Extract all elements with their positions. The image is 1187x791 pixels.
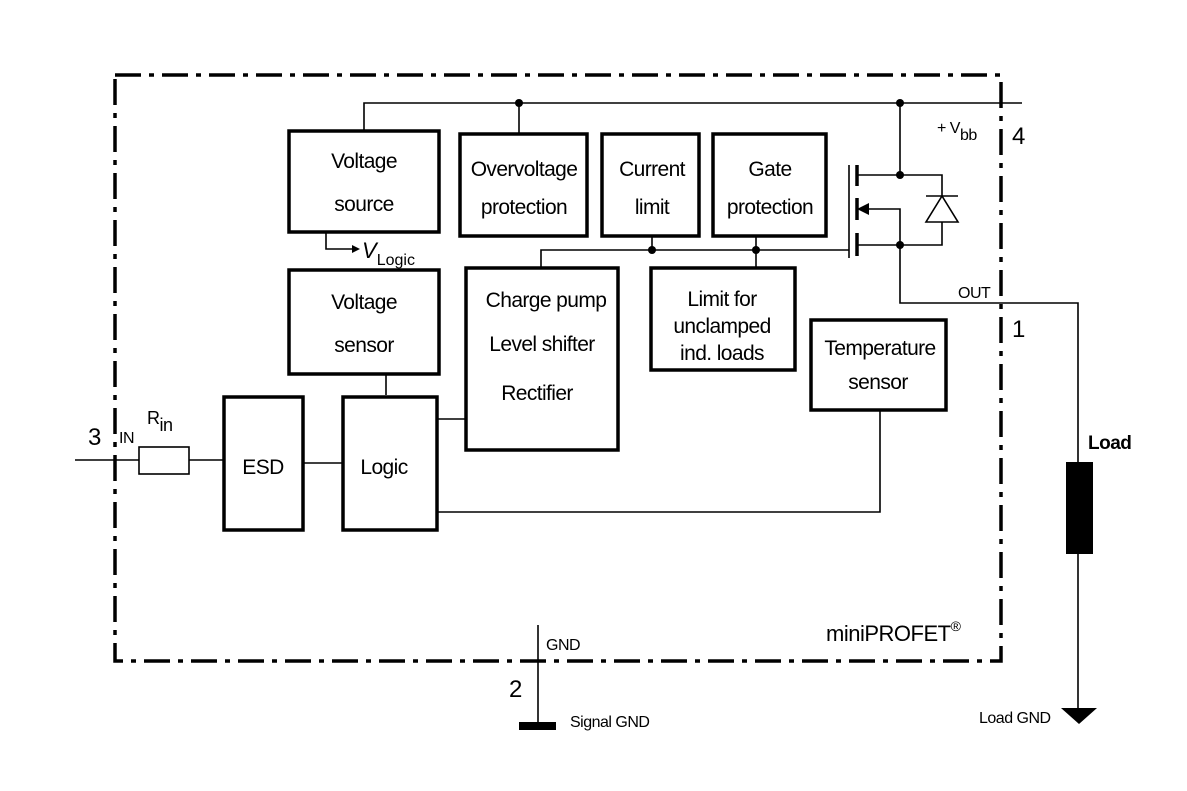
- rin-label: Rin: [147, 408, 173, 435]
- pin-2-label: 2: [509, 676, 522, 703]
- signal-gnd-label: Signal GND: [570, 714, 649, 731]
- out-label: OUT: [958, 285, 991, 302]
- load-label: Load: [1088, 433, 1131, 454]
- limit-unclamped-label: ind. loads: [680, 342, 764, 365]
- current-limit-label: limit: [635, 196, 670, 219]
- voltage-source-block: [287, 129, 441, 234]
- limit-unclamped-label: Limit for: [687, 288, 757, 311]
- vlogic-wire: [325, 232, 352, 250]
- out-wire: [899, 245, 1079, 462]
- pin-3-label: 3: [88, 424, 101, 451]
- load-gnd-symbol: [1061, 708, 1097, 724]
- load-gnd-label: Load GND: [979, 710, 1051, 727]
- vlogic-label: VLogic: [362, 238, 415, 269]
- signal-gnd-symbol: [519, 722, 556, 730]
- power-mosfet: [848, 103, 904, 258]
- gate-protection-label: protection: [727, 196, 813, 219]
- gate-protection-label: Gate: [748, 158, 791, 181]
- logic-block: [341, 395, 439, 532]
- current-limit-block: [600, 132, 701, 238]
- vbb-label: + Vbb: [937, 120, 977, 144]
- gnd-label: GND: [546, 637, 580, 654]
- gate-wire: [540, 249, 849, 268]
- level-shifter-label: Level shifter: [489, 333, 595, 356]
- temperature-sensor-label: sensor: [848, 371, 908, 394]
- package-outline: [113, 73, 1003, 663]
- charge-pump-label: Charge pump: [486, 289, 607, 312]
- vlogic-arrow: [352, 245, 360, 253]
- freewheel-diode: [900, 174, 960, 246]
- voltage-sensor-label: sensor: [334, 334, 394, 357]
- voltage-source-label: Voltage: [331, 150, 397, 173]
- rin-resistor: [138, 446, 190, 475]
- pin-1-label: 1: [1012, 316, 1025, 343]
- temperature-sensor-block: [809, 318, 948, 412]
- load-resistor: [1066, 462, 1093, 554]
- overvoltage-label: protection: [481, 196, 567, 219]
- logic-temp-wire: [437, 410, 881, 513]
- voltage-sensor-label: Voltage: [331, 291, 397, 314]
- temperature-sensor-label: Temperature: [824, 337, 935, 360]
- limit-unclamped-block: [649, 266, 797, 372]
- current-limit-label: Current: [619, 158, 686, 181]
- overvoltage-block: [458, 132, 589, 238]
- gate-protection-block: [711, 132, 828, 238]
- voltage-sensor-block: [287, 268, 441, 376]
- esd-block: [222, 395, 305, 532]
- esd-label: ESD: [242, 456, 284, 479]
- limit-unclamped-label: unclamped: [673, 315, 770, 338]
- rectifier-label: Rectifier: [501, 382, 573, 405]
- charge-pump-block: [464, 266, 620, 452]
- logic-label: Logic: [360, 456, 407, 479]
- pin-4-label: 4: [1012, 123, 1025, 150]
- overvoltage-label: Overvoltage: [471, 158, 578, 181]
- in-label: IN: [119, 430, 134, 447]
- vbb-rail: [363, 102, 1022, 130]
- voltage-source-label: source: [334, 193, 393, 216]
- brand-label: miniPROFET®: [826, 618, 962, 646]
